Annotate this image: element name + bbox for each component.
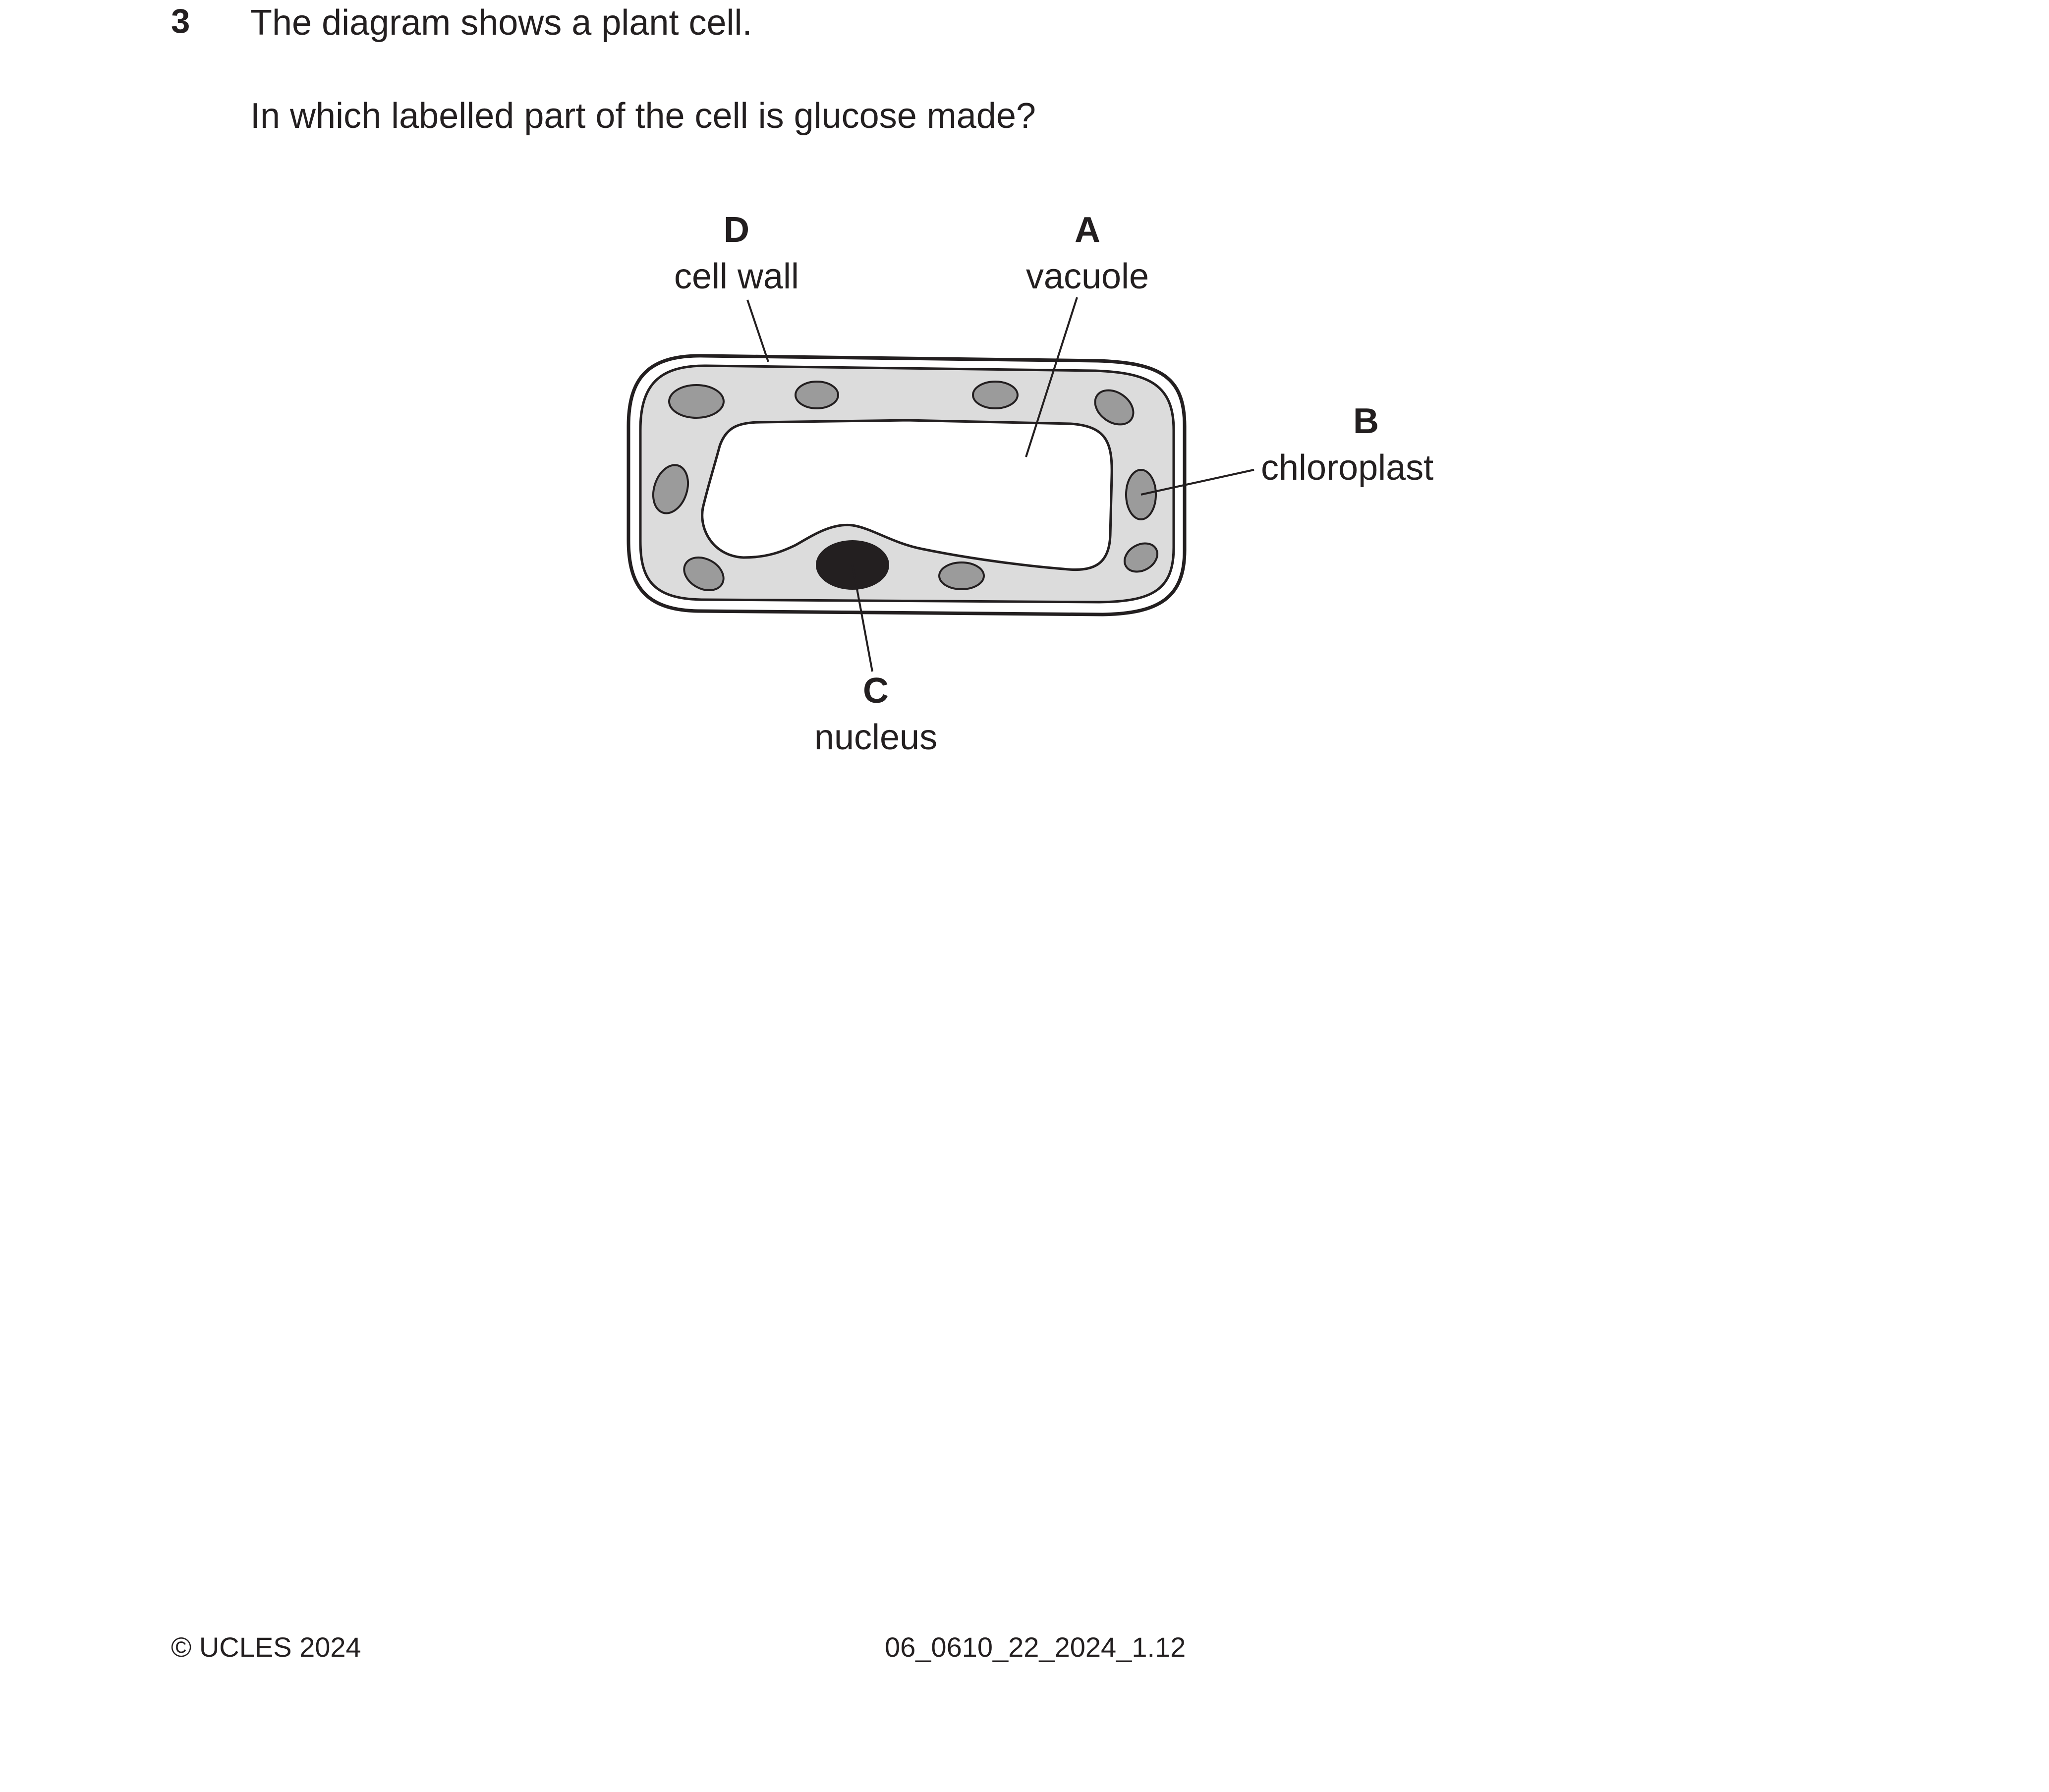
label-c-letter: C bbox=[863, 671, 889, 711]
label-d-letter: D bbox=[724, 210, 749, 250]
question-intro: The diagram shows a plant cell. bbox=[250, 3, 752, 43]
label-a-letter: A bbox=[1075, 210, 1100, 250]
question-prompt: In which labelled part of the cell is gl… bbox=[250, 96, 1036, 136]
chloroplast bbox=[668, 384, 725, 419]
label-b-letter: B bbox=[1353, 401, 1379, 441]
footer-paper-code: 06_0610_22_2024_1.12 bbox=[885, 1631, 1186, 1663]
label-d-name: cell wall bbox=[674, 257, 799, 296]
label-b-name: chloroplast bbox=[1261, 448, 1433, 488]
label-line-a bbox=[1025, 297, 1078, 457]
vacuole bbox=[701, 419, 1113, 571]
chloroplast bbox=[972, 381, 1019, 409]
label-a-name: vacuole bbox=[1026, 257, 1149, 296]
chloroplast bbox=[652, 464, 689, 514]
plant-cell-diagram: D cell wall A vacuole B chloroplast C nu… bbox=[626, 210, 1433, 757]
footer-copyright: © UCLES 2024 bbox=[171, 1631, 361, 1663]
chloroplasts bbox=[652, 381, 1158, 592]
label-line-b bbox=[1140, 469, 1254, 496]
chloroplast bbox=[938, 561, 985, 590]
chloroplast bbox=[1094, 389, 1135, 426]
chloroplast bbox=[795, 381, 839, 409]
label-line-d bbox=[746, 299, 769, 362]
chloroplast bbox=[683, 556, 725, 592]
label-line-c bbox=[852, 564, 873, 672]
chloroplast bbox=[1124, 542, 1158, 573]
label-c-name: nucleus bbox=[814, 718, 937, 757]
question-number: 3 bbox=[171, 2, 190, 40]
